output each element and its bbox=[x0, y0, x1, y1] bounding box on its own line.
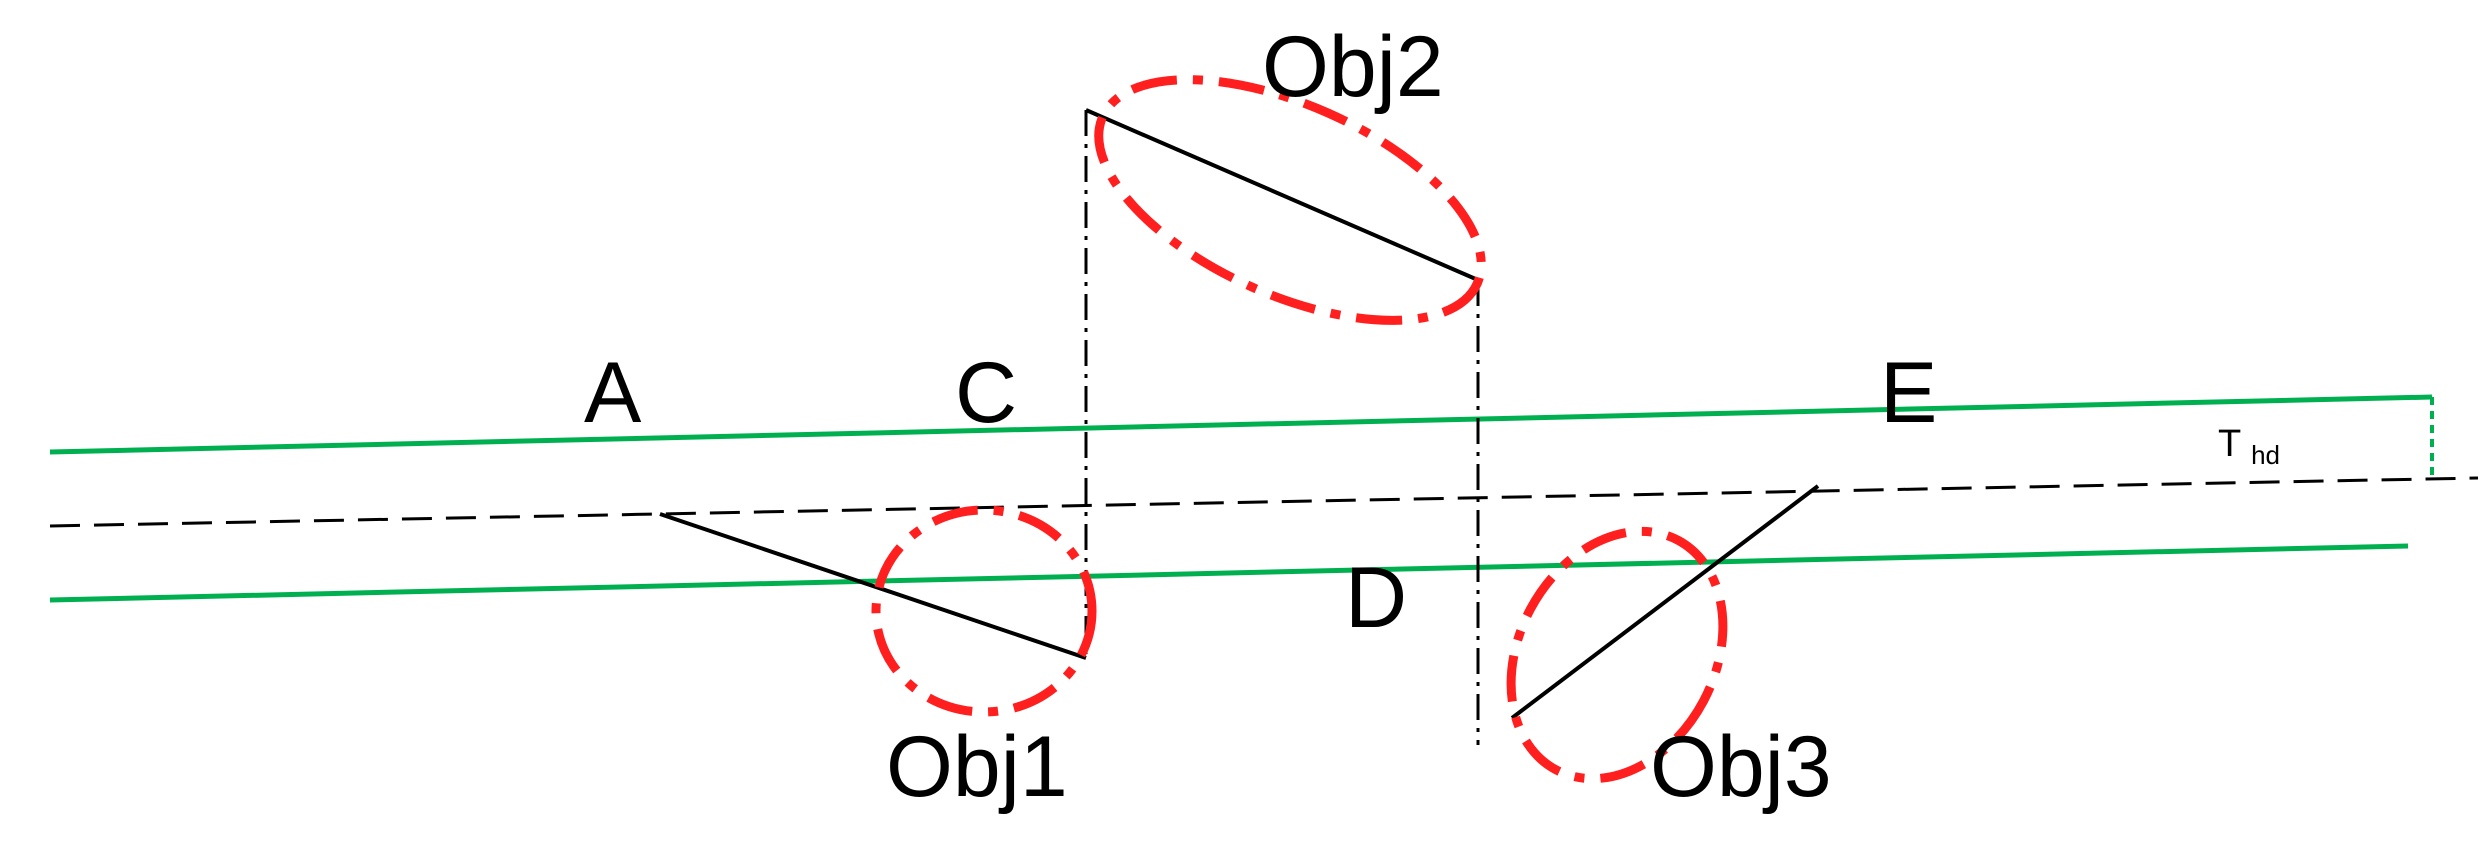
label-obj1: Obj1 bbox=[886, 719, 1068, 815]
label-d: D bbox=[1345, 550, 1407, 646]
label-c: C bbox=[955, 345, 1017, 441]
label-a: A bbox=[584, 345, 642, 441]
upper-boundary-line bbox=[49, 394, 2433, 455]
label-threshold-sub: hd bbox=[2251, 440, 2280, 470]
label-e: E bbox=[1880, 345, 1937, 441]
label-threshold: T hd bbox=[2218, 423, 2280, 470]
obj2-ellipse bbox=[1094, 75, 1486, 325]
label-obj3: Obj3 bbox=[1650, 719, 1832, 815]
obj2-segment bbox=[1085, 108, 1479, 282]
lower-boundary-line bbox=[49, 543, 2409, 603]
obj3-segment bbox=[1510, 484, 1820, 720]
label-obj2: Obj2 bbox=[1262, 19, 1444, 115]
center-dashed-line bbox=[49, 476, 2479, 528]
label-threshold-main: T bbox=[2218, 423, 2241, 465]
obj1-ellipse bbox=[871, 505, 1097, 717]
obj3-ellipse bbox=[1506, 526, 1728, 784]
obj1-segment bbox=[659, 512, 1087, 660]
